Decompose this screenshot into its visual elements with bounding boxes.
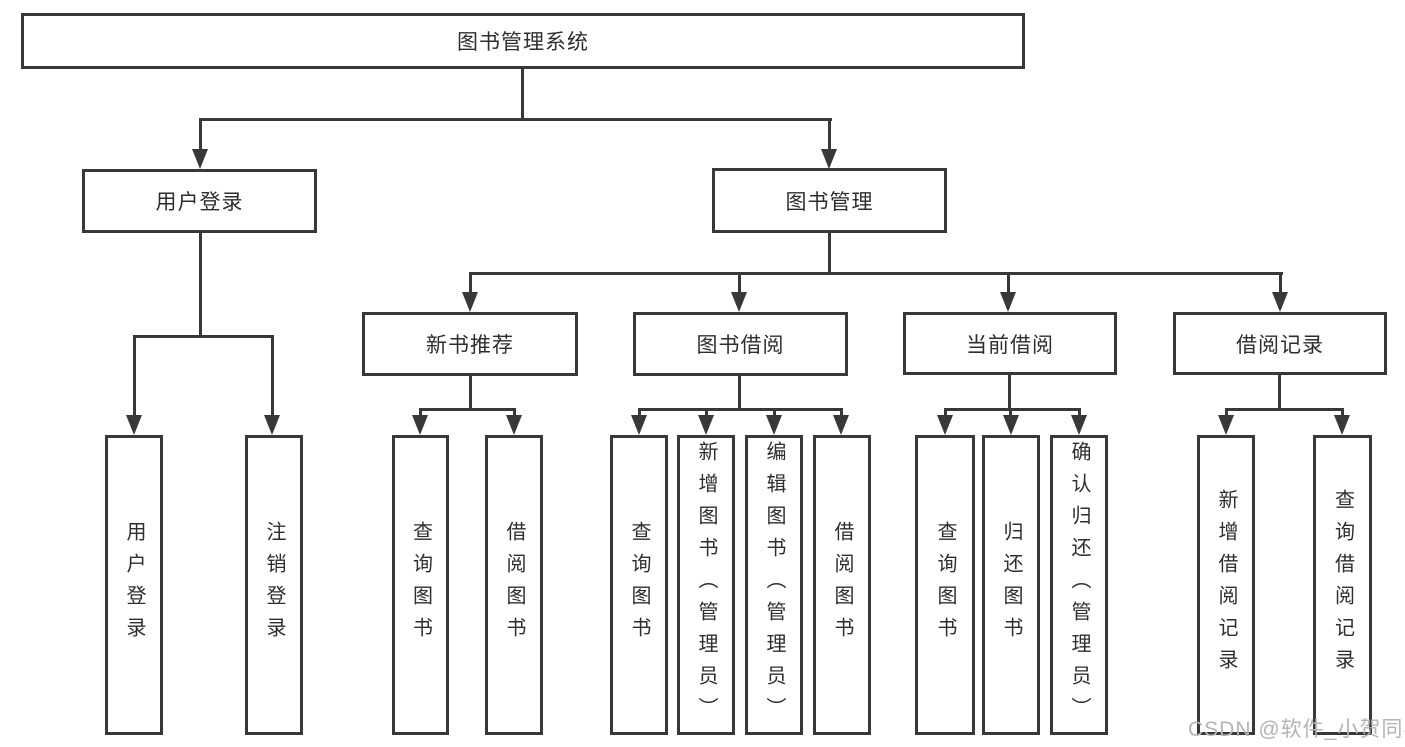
- connector-userlogin-bus: [133, 335, 274, 338]
- connector-stem: [419, 408, 422, 418]
- connector-trunk: [469, 376, 472, 410]
- connector-stem: [1009, 408, 1012, 418]
- arrow-down-icon: [698, 415, 714, 435]
- connector-stem: [738, 272, 741, 296]
- connector-bookmgmt-trunk: [828, 233, 831, 274]
- connector-stem: [1279, 272, 1282, 296]
- arrow-down-icon: [1218, 415, 1234, 435]
- arrow-down-icon: [1272, 292, 1288, 312]
- node-borrow-record: 借阅记录: [1173, 312, 1387, 375]
- connector-bus: [638, 408, 843, 411]
- leaf-label: 编辑图书（管理员）: [763, 441, 785, 729]
- leaf-label: 查询图书: [628, 521, 650, 649]
- connector-userlogin-trunk: [199, 233, 202, 337]
- leaf-logout: 注销登录: [245, 435, 303, 735]
- connector-stem: [1007, 272, 1010, 296]
- leaf-confirm-return-admin: 确认归还（管理员）: [1050, 435, 1108, 735]
- leaf-label: 查询图书: [409, 521, 432, 649]
- arrow-down-icon: [731, 292, 747, 312]
- connector-stem: [1225, 408, 1228, 418]
- connector-trunk: [1008, 375, 1011, 410]
- node-book-management: 图书管理: [712, 168, 947, 233]
- leaf-query-book-3: 查询图书: [915, 435, 975, 735]
- connector-stem: [133, 335, 136, 419]
- arrow-down-icon: [412, 415, 428, 435]
- leaf-label: 新增借阅记录: [1215, 489, 1237, 681]
- connector-bus: [1225, 408, 1344, 411]
- connector-stem: [773, 408, 776, 418]
- leaf-label: 查询图书: [934, 521, 956, 649]
- arrow-down-icon: [192, 149, 208, 169]
- leaf-return-book: 归还图书: [982, 435, 1040, 735]
- leaf-add-book-admin: 新增图书（管理员）: [677, 435, 735, 735]
- connector-stem: [638, 408, 641, 418]
- arrow-down-icon: [631, 415, 647, 435]
- leaf-label: 借阅图书: [503, 521, 525, 649]
- leaf-add-borrow-record: 新增借阅记录: [1197, 435, 1255, 735]
- connector-level2-bus: [199, 118, 832, 121]
- leaf-label: 注销登录: [263, 521, 285, 649]
- node-root: 图书管理系统: [21, 13, 1025, 69]
- connector-stem: [828, 118, 831, 152]
- arrow-down-icon: [126, 415, 142, 435]
- leaf-user-login: 用户登录: [105, 435, 163, 735]
- arrow-down-icon: [833, 415, 849, 435]
- connector-stem: [199, 118, 202, 152]
- node-user-login: 用户登录: [82, 169, 317, 233]
- arrow-down-icon: [264, 415, 280, 435]
- arrow-down-icon: [1003, 415, 1019, 435]
- node-current-borrow-label: 当前借阅: [966, 333, 1054, 357]
- connector-stem: [705, 408, 708, 418]
- node-book-management-label: 图书管理: [785, 190, 874, 214]
- connector-stem: [1078, 408, 1081, 418]
- node-new-book-recommend: 新书推荐: [362, 312, 578, 376]
- arrow-down-icon: [766, 415, 782, 435]
- leaf-edit-book-admin: 编辑图书（管理员）: [745, 435, 803, 735]
- connector-stem: [271, 335, 274, 419]
- connector-level3-bus: [469, 272, 1283, 275]
- leaf-query-book-2: 查询图书: [610, 435, 668, 735]
- leaf-borrow-book-1: 借阅图书: [485, 435, 543, 735]
- connector-stem: [840, 408, 843, 418]
- node-book-borrow: 图书借阅: [633, 312, 848, 376]
- leaf-label: 用户登录: [123, 521, 145, 649]
- leaf-borrow-book-2: 借阅图书: [813, 435, 871, 735]
- node-book-borrow-label: 图书借阅: [696, 334, 785, 357]
- connector-stem: [513, 408, 516, 418]
- connector-stem: [1341, 408, 1344, 418]
- connector-root-trunk: [521, 69, 524, 121]
- connector-stem: [944, 408, 947, 418]
- leaf-label: 借阅图书: [831, 521, 853, 649]
- connector-bus: [944, 408, 1081, 411]
- leaf-label: 查询借阅记录: [1331, 489, 1354, 681]
- arrow-down-icon: [821, 149, 837, 169]
- leaf-query-book-1: 查询图书: [392, 435, 449, 735]
- connector-trunk: [738, 376, 741, 410]
- arrow-down-icon: [506, 415, 522, 435]
- node-current-borrow: 当前借阅: [903, 312, 1117, 375]
- leaf-query-borrow-record: 查询借阅记录: [1313, 435, 1372, 735]
- node-borrow-record-label: 借阅记录: [1236, 333, 1324, 357]
- node-user-login-label: 用户登录: [155, 191, 244, 214]
- leaf-label: 归还图书: [1000, 521, 1022, 649]
- leaf-label: 新增图书（管理员）: [695, 441, 717, 729]
- arrow-down-icon: [1334, 415, 1350, 435]
- arrow-down-icon: [1000, 292, 1016, 312]
- leaf-label: 确认归还（管理员）: [1068, 441, 1090, 729]
- node-root-label: 图书管理系统: [457, 31, 589, 54]
- arrow-down-icon: [1071, 415, 1087, 435]
- node-new-book-recommend-label: 新书推荐: [426, 334, 514, 357]
- arrow-down-icon: [937, 415, 953, 435]
- connector-stem: [469, 272, 472, 296]
- arrow-down-icon: [462, 292, 478, 312]
- csdn-watermark: CSDN @软件_小贺同学: [1188, 718, 1405, 741]
- connector-bus: [419, 408, 516, 411]
- connector-trunk: [1278, 375, 1281, 410]
